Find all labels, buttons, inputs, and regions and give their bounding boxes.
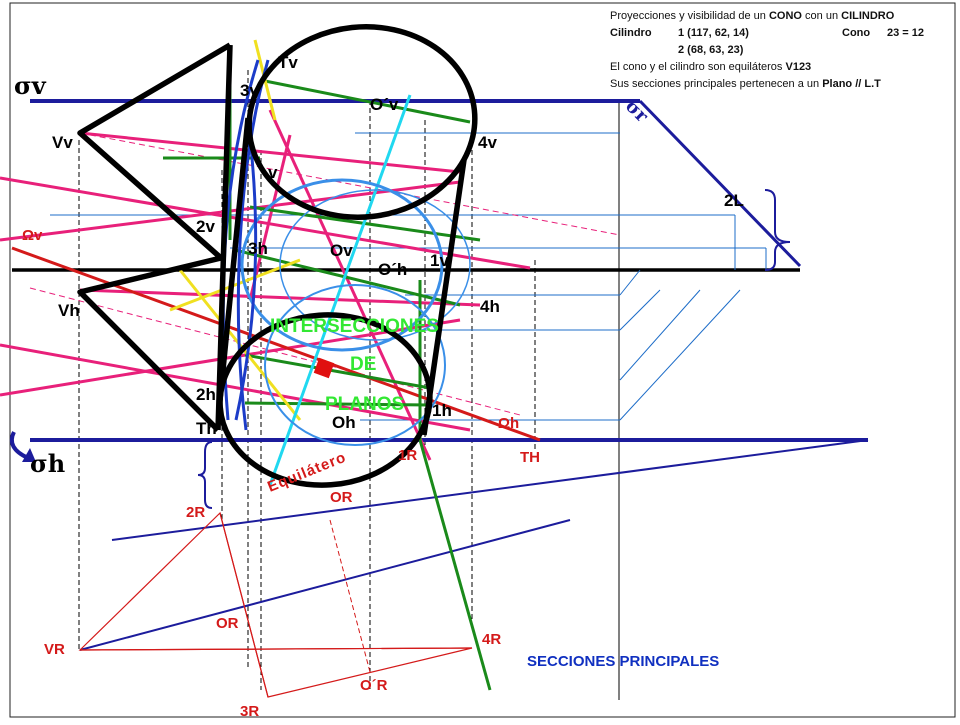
- curved-arrow-head: [22, 448, 36, 462]
- label-vr: VR: [44, 641, 65, 658]
- label-ov: Ov: [330, 241, 353, 260]
- label-vh: Vh: [58, 301, 80, 320]
- header-line-2b: 1 (117, 62, 14): [678, 27, 749, 39]
- brace-icon: [764, 189, 791, 271]
- profile-transfer-lines: [619, 215, 767, 421]
- label-v: v: [268, 163, 278, 182]
- label-omega-v: Ωv: [22, 227, 43, 244]
- label-tv: Tv: [278, 53, 298, 72]
- label-th-right: TH: [520, 449, 540, 466]
- curved-arrow-icon: [9, 431, 29, 460]
- rebatimiento-line-top: [111, 439, 869, 541]
- label-4r: 4R: [482, 631, 501, 648]
- label-planos: PLANOS: [325, 394, 404, 415]
- header-line-1: Proyecciones y visibilidad de un CONO co…: [610, 10, 895, 22]
- label-2v: 2v: [196, 217, 215, 236]
- or-dashed: [329, 519, 371, 673]
- header-line-3: 2 (68, 63, 23): [678, 44, 744, 56]
- label-de: DE: [350, 354, 376, 375]
- label-2h: 2h: [196, 385, 216, 404]
- cylinder-axis: [268, 94, 412, 486]
- label-or-left: OR: [216, 615, 239, 632]
- label-intersecciones: INTERSECCIONES: [270, 316, 439, 337]
- header-line-4: El cono y el cilindro son equiláteros V1…: [610, 61, 811, 73]
- square-marker-icon: [313, 357, 335, 379]
- label-vv: Vv: [52, 133, 73, 152]
- section-circles: [240, 178, 471, 446]
- label-or-top: OR: [330, 489, 353, 506]
- rebatimiento-line-bottom: [79, 519, 571, 651]
- header-notes: Proyecciones y visibilidad de un CONO co…: [610, 10, 924, 90]
- label-o-prime-h: O´h: [378, 260, 407, 279]
- true-size-section: [78, 511, 473, 698]
- reference-lines: [50, 132, 766, 421]
- header-line-2a: Cilindro: [610, 27, 652, 39]
- label-2l: 2L: [724, 191, 744, 210]
- cylinder-outline: [217, 24, 478, 488]
- sigma-r-trace: [638, 99, 802, 268]
- label-3v: 3v: [240, 81, 259, 100]
- auxiliary-plane-red: [11, 246, 541, 442]
- label-1h: 1h: [432, 401, 452, 420]
- cone-outline: [77, 42, 233, 432]
- header-line-2d: 23 = 12: [887, 27, 924, 39]
- label-oh: Oh: [332, 413, 356, 432]
- header-line-2c: Cono: [842, 27, 870, 39]
- label-o-prime-r: O´R: [360, 677, 388, 694]
- brace-icon-lower: [197, 441, 213, 509]
- label-2r: 2R: [186, 504, 205, 521]
- label-4v: 4v: [478, 133, 497, 152]
- label-sigma-v: σv: [14, 71, 47, 100]
- label-1r: 1R: [398, 447, 417, 464]
- label-omega-h: Ωh: [498, 415, 519, 432]
- label-o-prime-v: O´v: [370, 95, 399, 114]
- label-4h: 4h: [480, 297, 500, 316]
- label-1v: 1v: [430, 251, 449, 270]
- label-sigma-h: σh: [30, 449, 65, 478]
- label-3h: 3h: [248, 239, 268, 258]
- footer-title: SECCIONES PRINCIPALES: [527, 653, 719, 670]
- label-th-left: Th: [196, 419, 217, 438]
- page-frame: [9, 2, 956, 718]
- header-line-5: Sus secciones principales pertenecen a u…: [610, 78, 881, 90]
- label-3r: 3R: [240, 703, 259, 720]
- pink-dashed-a: [79, 132, 621, 236]
